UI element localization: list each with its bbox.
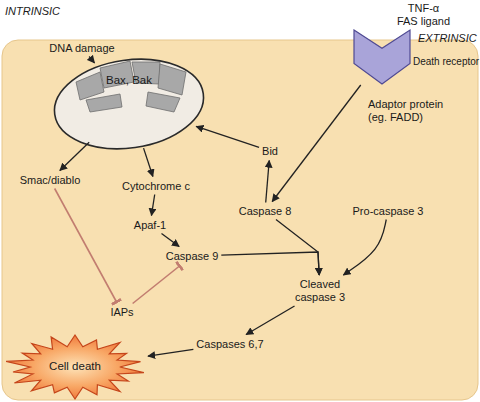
node-outline	[54, 60, 204, 148]
node-text: Caspases 6,7	[196, 338, 263, 351]
node-text: Cell death	[4, 360, 146, 373]
pathway-step: Cytochrome c	[120, 179, 192, 194]
activation-arrow	[246, 306, 294, 335]
pathway-step: Cleaved caspase 3	[291, 277, 349, 305]
receptor-chevron	[354, 30, 410, 84]
node-text: DNA damage	[49, 42, 114, 55]
activation-arrow	[272, 85, 361, 202]
mitochondrion-matrix	[49, 50, 210, 158]
node-text: Bid	[262, 145, 278, 158]
pathway-heading: INTRINSIC	[5, 5, 60, 18]
activation-arrow	[60, 142, 89, 170]
crista	[76, 72, 104, 100]
node-text: IAPs	[110, 306, 133, 319]
activation-arrow	[266, 161, 270, 203]
pathway-step: DNA damage	[47, 41, 116, 56]
activation-arrow	[276, 220, 319, 276]
pathway-step: IAPs	[108, 305, 135, 320]
receptor-shape: Death receptor	[354, 30, 410, 84]
inhibition-line	[133, 266, 181, 304]
inhibition-line	[55, 189, 117, 303]
activation-arrow	[343, 220, 386, 276]
node-text: Caspase 9	[166, 250, 219, 263]
node-text: Smac/diablo	[20, 174, 81, 187]
pathway-step: Apaf-1	[132, 218, 168, 233]
activation-arrow	[144, 148, 153, 176]
ligand-label: TNF-α FAS ligand	[396, 2, 451, 28]
mitochondrion: Bax, Bak	[54, 60, 204, 148]
crista	[86, 94, 122, 112]
activation-arrow	[151, 195, 154, 216]
cell-body	[2, 40, 478, 400]
node-text: Cleaved caspase 3	[293, 278, 347, 304]
node-text: Apaf-1	[134, 219, 166, 232]
activation-arrow	[162, 234, 180, 247]
activation-arrow	[196, 126, 259, 147]
pathway-heading: EXTRINSIC	[418, 32, 477, 45]
pathway-step: Pro-caspase 3	[351, 204, 426, 219]
pathway-step: Caspase 9	[164, 249, 221, 264]
node-text: Death receptor	[413, 55, 479, 68]
node-text: Pro-caspase 3	[353, 205, 424, 218]
edge-label: Adaptor protein (eg. FADD)	[368, 98, 452, 124]
pathway-step: Caspase 8	[237, 204, 294, 219]
node-text: Caspase 8	[239, 205, 292, 218]
crista	[146, 92, 180, 112]
activation-arrow	[148, 349, 193, 356]
node-text: Bax, Bak	[54, 74, 204, 87]
node-outline	[354, 30, 410, 84]
pathway-step: Caspases 6,7	[194, 337, 265, 352]
pathway-step: Bid	[260, 144, 280, 159]
pathway-step: Smac/diablo	[18, 173, 83, 188]
activation-arrow	[89, 57, 94, 63]
activation-arrow	[221, 252, 319, 275]
cell-death-burst: Cell death	[4, 334, 146, 400]
node-text: Cytochrome c	[122, 180, 190, 193]
mitochondrion-membrane	[49, 50, 210, 158]
